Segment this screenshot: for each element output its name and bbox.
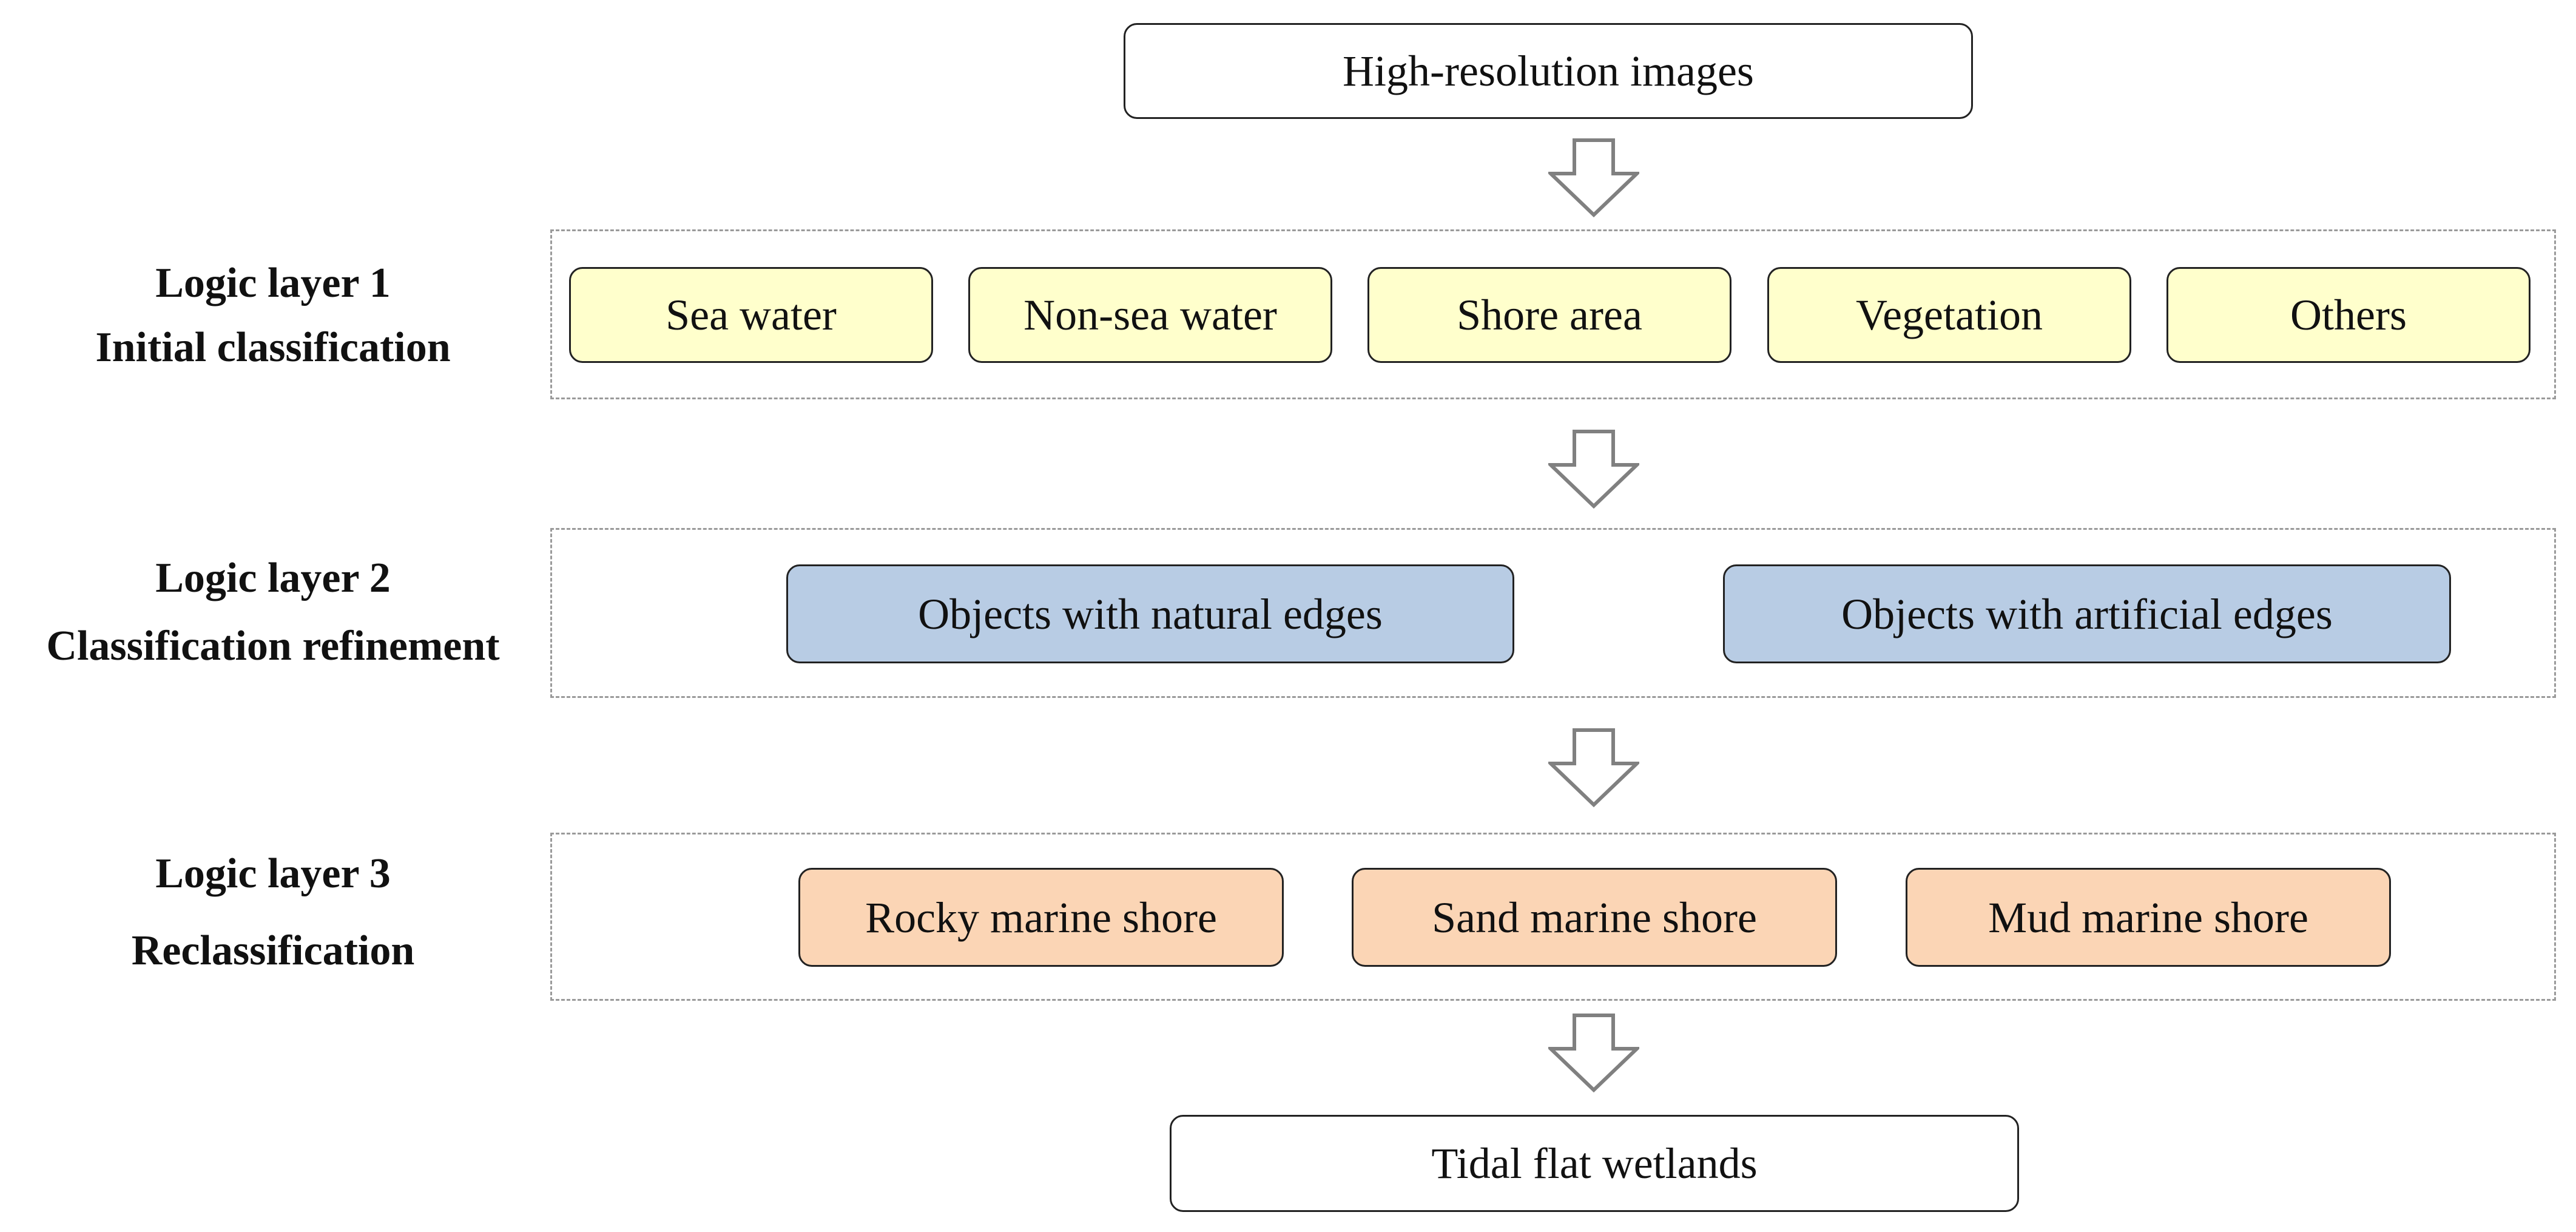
layer-2-frame (550, 528, 2556, 698)
node-label: Objects with artificial edges (1841, 589, 2333, 638)
node-label: Sand marine shore (1432, 893, 1757, 942)
layer-1-subtitle: Initial classification (95, 324, 451, 371)
node-label: Shore area (1457, 291, 1642, 339)
layer-1-frame (550, 229, 2556, 399)
class-natural-edges: Objects with natural edges (786, 564, 1514, 663)
layer-3-subtitle: Reclassification (131, 927, 415, 974)
layer-1-title: Logic layer 1 (155, 260, 391, 306)
node-label: Objects with natural edges (918, 589, 1383, 638)
down-arrow-icon (1548, 1014, 1639, 1092)
node-label: Vegetation (1856, 291, 2043, 339)
node-label: High-resolution images (1343, 47, 1754, 95)
node-label: Tidal flat wetlands (1431, 1139, 1758, 1188)
layer-3-title: Logic layer 3 (155, 850, 391, 897)
class-non-sea-water: Non-sea water (968, 267, 1332, 363)
node-tidal-flat-wetlands: Tidal flat wetlands (1170, 1115, 2019, 1212)
node-label: Others (2290, 291, 2407, 339)
class-shore-area: Shore area (1367, 267, 1731, 363)
node-label: Non-sea water (1023, 291, 1277, 339)
layer-2-title: Logic layer 2 (155, 555, 391, 601)
class-sand-marine-shore: Sand marine shore (1352, 868, 1837, 967)
layer-3-frame (550, 833, 2556, 1001)
class-vegetation: Vegetation (1767, 267, 2131, 363)
class-mud-marine-shore: Mud marine shore (1906, 868, 2391, 967)
node-high-resolution-images: High-resolution images (1124, 23, 1973, 119)
class-sea-water: Sea water (569, 267, 933, 363)
class-rocky-marine-shore: Rocky marine shore (798, 868, 1284, 967)
node-label: Mud marine shore (1988, 893, 2308, 942)
layer-2-subtitle: Classification refinement (46, 623, 500, 669)
class-artificial-edges: Objects with artificial edges (1723, 564, 2451, 663)
down-arrow-icon (1548, 728, 1639, 807)
down-arrow-icon (1548, 138, 1639, 217)
node-label: Sea water (666, 291, 837, 339)
down-arrow-icon (1548, 430, 1639, 509)
class-others: Others (2166, 267, 2530, 363)
node-label: Rocky marine shore (865, 893, 1217, 942)
